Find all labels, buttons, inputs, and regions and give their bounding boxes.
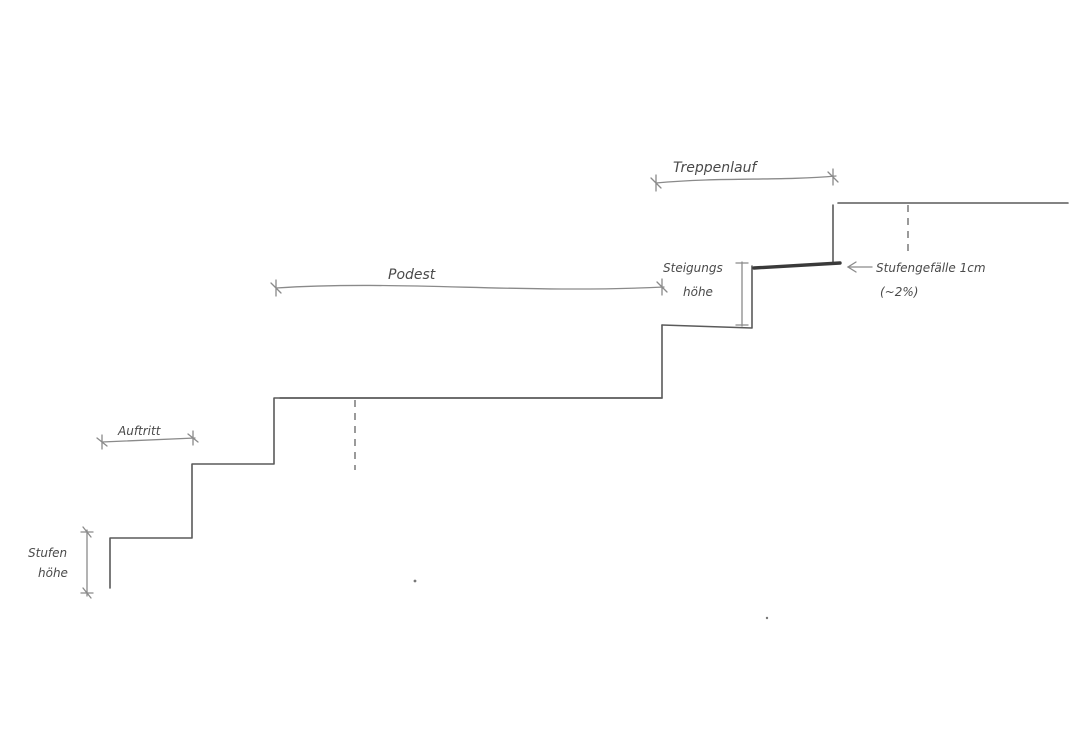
steigungshoehe-label-line1: Steigungs: [663, 261, 723, 275]
podest-tick-right: [656, 278, 668, 296]
stray-dot: [413, 579, 417, 583]
treppenlauf-tick-left: [650, 174, 662, 192]
stufenhoehe-label-line2: höhe: [38, 566, 68, 580]
treppenlauf-label: Treppenlauf: [673, 160, 758, 176]
stufengefaelle-arrow-head: [846, 261, 857, 273]
stufengefaelle-label-line2: (~2%): [880, 285, 918, 299]
steigungshoehe-label-line2: höhe: [683, 285, 713, 299]
treppenlauf-tick-right: [827, 168, 839, 186]
auftritt-tick-right: [187, 430, 199, 446]
stufenhoehe-tick-bottom: [80, 587, 94, 599]
stair-profile: [109, 202, 1069, 589]
podest-dim-line: [275, 284, 665, 290]
auftritt-dim-line: [101, 437, 196, 443]
treppenlauf-dim-line: [655, 175, 837, 184]
auftritt-tick-left: [96, 434, 108, 450]
annotation-stufengefaelle: Stufengefälle 1cm (~2%): [846, 261, 986, 299]
dimension-steigungshoehe: Steigungs höhe: [663, 261, 749, 327]
stufenhoehe-label-line1: Stufen: [28, 546, 67, 560]
auftritt-label: Auftritt: [117, 424, 162, 438]
step-after-podest: [661, 265, 753, 329]
dimension-treppenlauf: Treppenlauf: [650, 160, 839, 192]
stufengefaelle-label-line1: Stufengefälle 1cm: [876, 261, 986, 275]
podest-tick-left: [270, 279, 282, 297]
dimension-auftritt: Auftritt: [96, 424, 199, 450]
stray-dot: [765, 616, 769, 620]
stair-outline-lower: [109, 324, 663, 589]
dimension-stufenhoehe: Stufen höhe: [28, 526, 94, 599]
stufenhoehe-tick-top: [80, 526, 94, 538]
podest-label: Podest: [388, 267, 436, 283]
sloped-tread: [752, 261, 842, 270]
dimension-podest: Podest: [270, 267, 668, 297]
